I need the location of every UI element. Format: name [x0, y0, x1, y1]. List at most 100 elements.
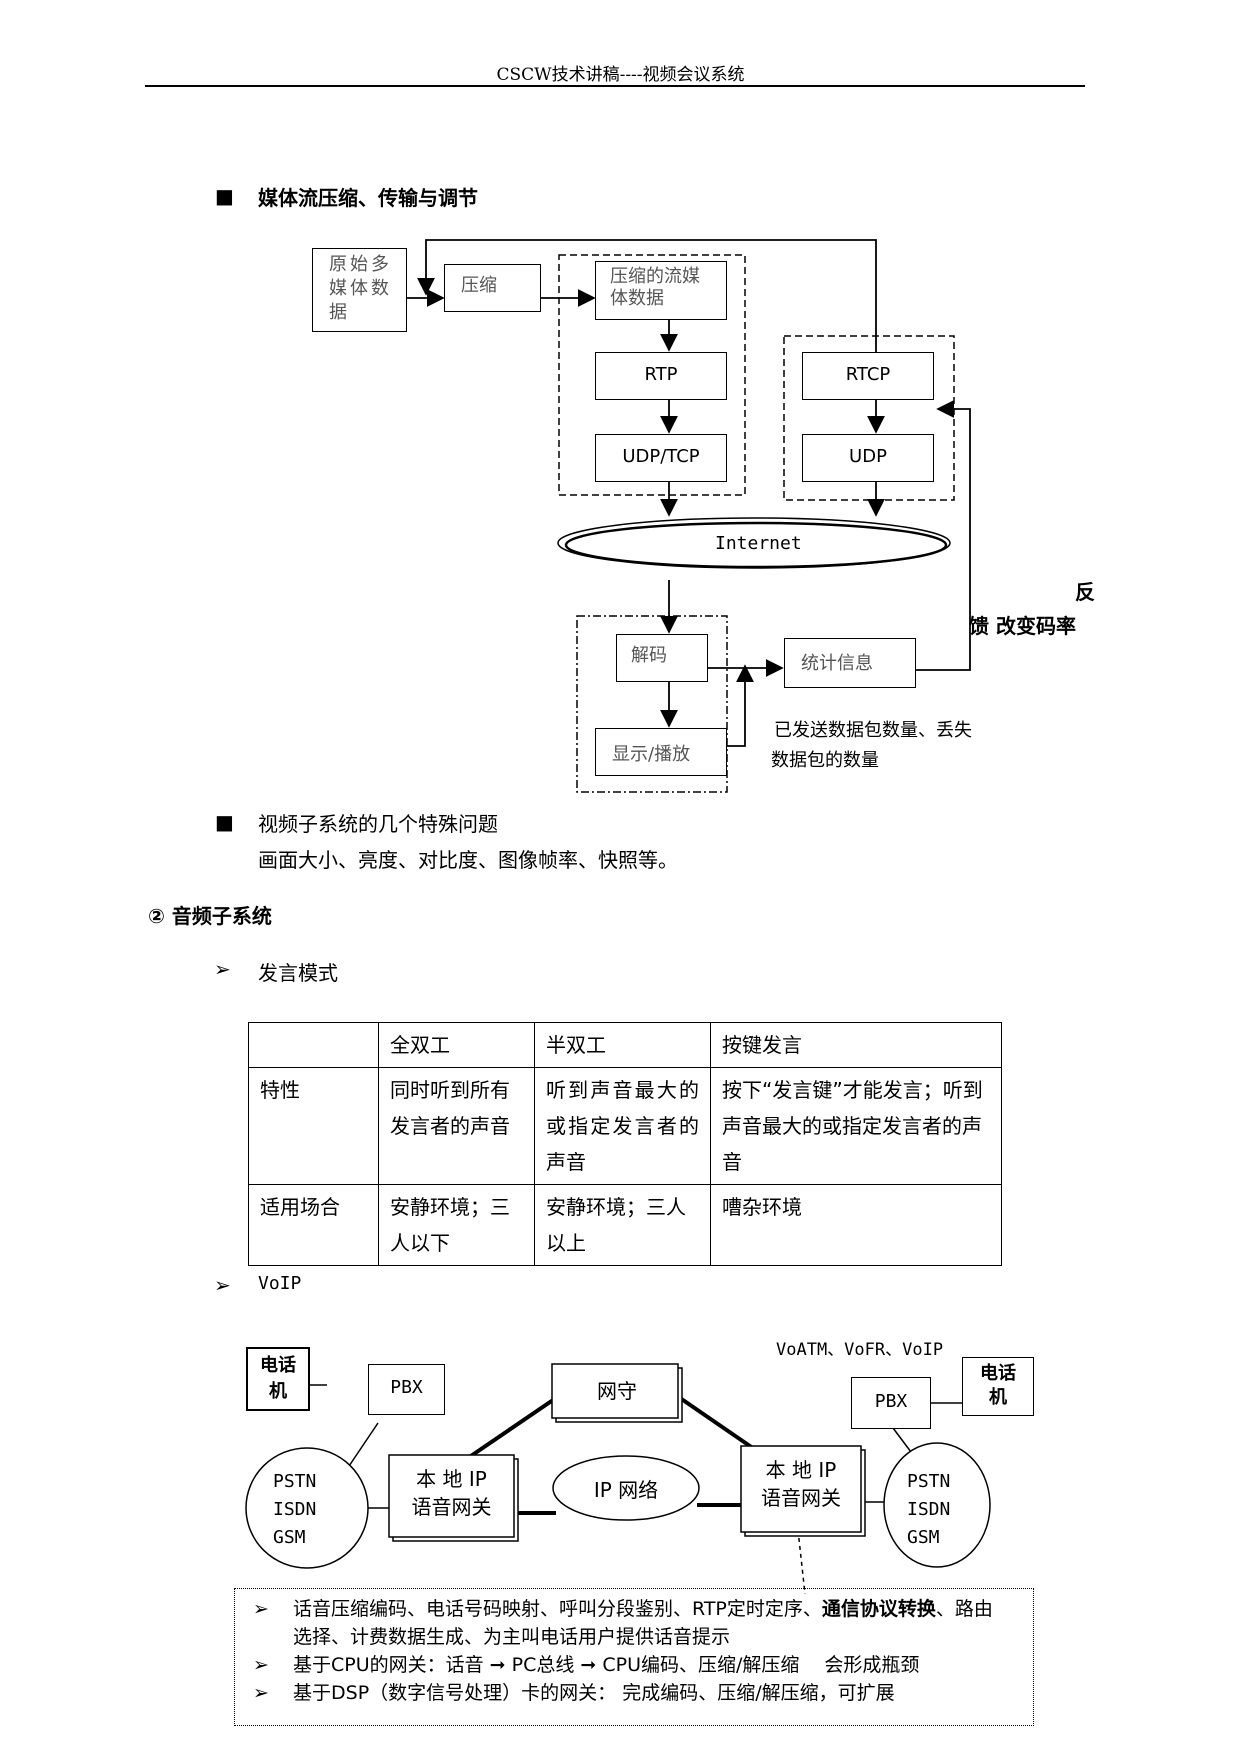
phone-left-box: 电话 机: [246, 1347, 310, 1411]
gateway-right-line2: 语音网关: [761, 1486, 841, 1510]
gateway-left-line1: 本 地 IP: [416, 1467, 487, 1491]
pstn-right-ellipse: [883, 1442, 991, 1568]
note-item1-line2: 选择、计费数据生成、为主叫电话用户提供话音提示: [293, 1626, 731, 1648]
feedback-label-2: 馈 改变码率: [969, 614, 1076, 638]
pstn-left-ellipse: [245, 1447, 369, 1569]
arrow-bullet-icon: ➢: [214, 1273, 231, 1297]
voip-protocols-label: VoATM、VoFR、VoIP: [776, 1340, 944, 1360]
compress-label: 压缩: [461, 275, 497, 296]
arrow-bullet-icon: ➢: [253, 1654, 269, 1676]
raw-media-line3: 据: [329, 302, 350, 323]
pbx-right-box: PBX: [851, 1377, 931, 1429]
stats-note-line2: 数据包的数量: [771, 750, 879, 771]
display-to-stats-arrow: [727, 664, 754, 747]
gateway-left-box: [388, 1454, 515, 1538]
pstn-right-text: PSTN ISDN GSM: [907, 1468, 977, 1552]
pbx-to-pstn-line: [344, 1422, 379, 1473]
gatekeeper-label: 网守: [597, 1379, 637, 1403]
section-title-audio: ② 音频子系统: [148, 904, 272, 928]
pstn-left-line3: GSM: [273, 1527, 306, 1548]
table-header-full-duplex: 全双工: [378, 1022, 535, 1068]
udp-box: UDP: [802, 434, 934, 482]
raw-media-box: 原始多 媒体数 据: [312, 248, 407, 332]
section-title-media-stream: 媒体流压缩、传输与调节: [258, 186, 478, 210]
table-cell: 同时听到所有发言者的声音: [378, 1067, 535, 1185]
gateway-left-text: 本 地 IP 语音网关: [389, 1465, 514, 1521]
decode-label: 解码: [631, 645, 667, 666]
stats-note-line1: 已发送数据包数量、丢失: [774, 720, 972, 741]
compressed-stream-line1: 压缩的流媒: [610, 266, 700, 287]
gateway-notes-box: ➢ 话音压缩编码、电话号码映射、呼叫分段鉴别、RTP定时定序、通信协议转换、路由…: [234, 1588, 1034, 1726]
pstn-left-line2: ISDN: [273, 1499, 317, 1520]
pbx-left-box: PBX: [368, 1364, 445, 1415]
speech-mode-table: 全双工 半双工 按键发言 特性 同时听到所有发言者的声音 听到声音最大的或指定发…: [248, 1022, 1002, 1266]
gatekeeper-box: [551, 1363, 679, 1419]
list-item: ➢ 基于CPU的网关：话音 ➞ PC总线 ➞ CPU编码、压缩/解压缩 会形成瓶…: [253, 1651, 1023, 1679]
decode-box: 解码: [616, 634, 708, 682]
table-cell: 嘈杂环境: [710, 1184, 1002, 1266]
gateway-left-line2: 语音网关: [411, 1495, 492, 1519]
gateway-right-line1: 本 地 IP: [765, 1458, 837, 1482]
rtp-dashed-group: [558, 254, 746, 496]
internet-label: Internet: [715, 533, 802, 554]
raw-media-line2: 媒体数: [329, 278, 392, 299]
gateway-right-box: [740, 1445, 862, 1533]
rtcp-label: RTCP: [845, 364, 891, 385]
internet-ellipse-inner: [564, 521, 948, 569]
arrow-bullet-icon: ➢: [214, 957, 231, 981]
pbx-left-label: PBX: [390, 1377, 423, 1398]
rtcp-box: RTCP: [802, 352, 934, 400]
note-item2: 基于CPU的网关：话音 ➞ PC总线 ➞ CPU编码、压缩/解压缩 会形成瓶颈: [293, 1654, 920, 1676]
table-cell: 按下“发言键”才能发言；听到声音最大的或指定发言者的声音: [710, 1067, 1002, 1185]
raw-media-line1: 原始多: [329, 254, 392, 275]
voip-title: VoIP: [258, 1273, 302, 1294]
note-item1-bold: 通信协议转换: [821, 1598, 936, 1620]
phone-right-line1: 电话: [980, 1363, 1016, 1384]
ip-network-ellipse: [552, 1455, 700, 1521]
pstn-right-line3: GSM: [907, 1527, 940, 1548]
phone-left-line1: 电话: [260, 1355, 296, 1376]
udp-tcp-label: UDP/TCP: [622, 446, 700, 467]
decode-dashdot-group: [576, 615, 728, 793]
square-bullet-icon: ■: [215, 810, 234, 834]
arrow-bullet-icon: ➢: [253, 1682, 269, 1704]
list-item: ➢ 基于DSP（数字信号处理）卡的网关： 完成编码、压缩/解压缩，可扩展: [253, 1679, 1023, 1707]
phone-left-line2: 机: [269, 1381, 287, 1402]
header-rule: [145, 85, 1085, 87]
compressed-stream-line2: 体数据: [610, 288, 664, 309]
video-issues-body: 画面大小、亮度、对比度、图像帧率、快照等。: [258, 848, 678, 872]
compress-box: 压缩: [444, 264, 541, 312]
table-cell: 安静环境；三人以上: [534, 1184, 711, 1266]
gateway-to-notes-line: [797, 1529, 806, 1595]
note-item1-part2: 、路由: [935, 1598, 993, 1620]
square-bullet-icon: ■: [215, 184, 234, 208]
gateway-right-text: 本 地 IP 语音网关: [741, 1456, 861, 1512]
rtp-label: RTP: [644, 364, 678, 385]
table-row: 特性 同时听到所有发言者的声音 听到声音最大的或指定发言者的声音 按下“发言键”…: [248, 1067, 1002, 1185]
page-header: CSCW技术讲稿----视频会议系统: [496, 65, 745, 85]
speech-mode-title: 发言模式: [258, 961, 338, 985]
ip-network-label: IP 网络: [593, 1478, 659, 1502]
rtp-box: RTP: [595, 352, 727, 400]
list-item: ➢ 话音压缩编码、电话号码映射、呼叫分段鉴别、RTP定时定序、通信协议转换、路由: [253, 1595, 1023, 1623]
rtcp-to-compress-arrow: [417, 239, 877, 354]
pstn-right-line2: ISDN: [907, 1499, 951, 1520]
udp-tcp-box: UDP/TCP: [595, 434, 727, 482]
display-label: 显示/播放: [612, 744, 691, 765]
stats-box: 统计信息: [784, 638, 916, 688]
table-row: 适用场合 安静环境；三人以下 安静环境；三人以上 嘈杂环境: [248, 1184, 1002, 1266]
stats-label: 统计信息: [801, 653, 873, 674]
note-item3: 基于DSP（数字信号处理）卡的网关： 完成编码、压缩/解压缩，可扩展: [293, 1682, 895, 1704]
phone-right-box: 电话 机: [962, 1357, 1034, 1416]
gateway-to-gatekeeper-line: [463, 1396, 558, 1462]
list-item: 选择、计费数据生成、为主叫电话用户提供话音提示: [253, 1623, 1023, 1651]
display-box: 显示/播放: [595, 728, 727, 776]
table-header-push-to-talk: 按键发言: [710, 1022, 1002, 1068]
section-title-video-issues: 视频子系统的几个特殊问题: [258, 812, 498, 836]
arrow-bullet-icon: ➢: [253, 1598, 269, 1620]
pbx-right-label: PBX: [874, 1391, 908, 1412]
table-header-row: 全双工 半双工 按键发言: [248, 1022, 1002, 1068]
note-item1-part1: 话音压缩编码、电话号码映射、呼叫分段鉴别、RTP定时定序、: [293, 1598, 822, 1620]
